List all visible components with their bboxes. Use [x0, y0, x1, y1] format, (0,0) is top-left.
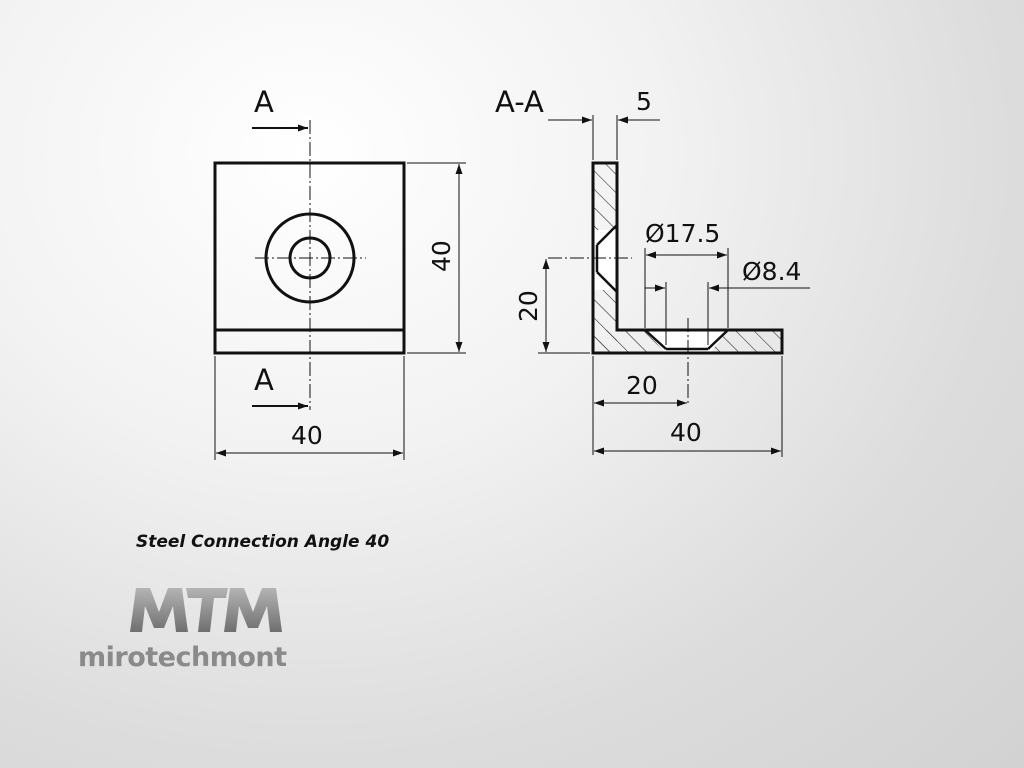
product-caption: Steel Connection Angle 40: [136, 532, 390, 552]
logo-letter-t: [186, 588, 228, 632]
section-mark-top: A: [254, 85, 274, 119]
angle-profile-outline: [591, 161, 784, 355]
hleg-hole-left-taper: [644, 329, 667, 350]
front-view: A A 40 40: [213, 85, 466, 460]
logo-letter-m2: [224, 588, 282, 632]
section-mark-bottom: A: [254, 363, 274, 397]
width-dim-text: 40: [291, 421, 323, 450]
cbore-dim-text: Ø17.5: [645, 219, 720, 248]
hleg-hole-right-taper: [707, 329, 729, 350]
brand-logo-mark: [130, 588, 282, 632]
section-title: A-A: [495, 85, 544, 119]
section-view: A-A 5 Ø17.5: [495, 85, 810, 457]
height-dim-text: 40: [427, 240, 456, 272]
vleg-hole-edge-bot: [596, 271, 618, 293]
brand-name: mirotechmont: [78, 642, 287, 673]
logo-letter-m1: [130, 588, 188, 632]
hole-height-dim-text: 20: [514, 290, 543, 322]
length-dim-text: 40: [670, 418, 702, 447]
offset-dim-text: 20: [626, 371, 658, 400]
thickness-dim-text: 5: [636, 87, 652, 116]
hole-dim-text: Ø8.4: [742, 257, 801, 286]
vleg-hole-edge-top: [596, 224, 618, 246]
